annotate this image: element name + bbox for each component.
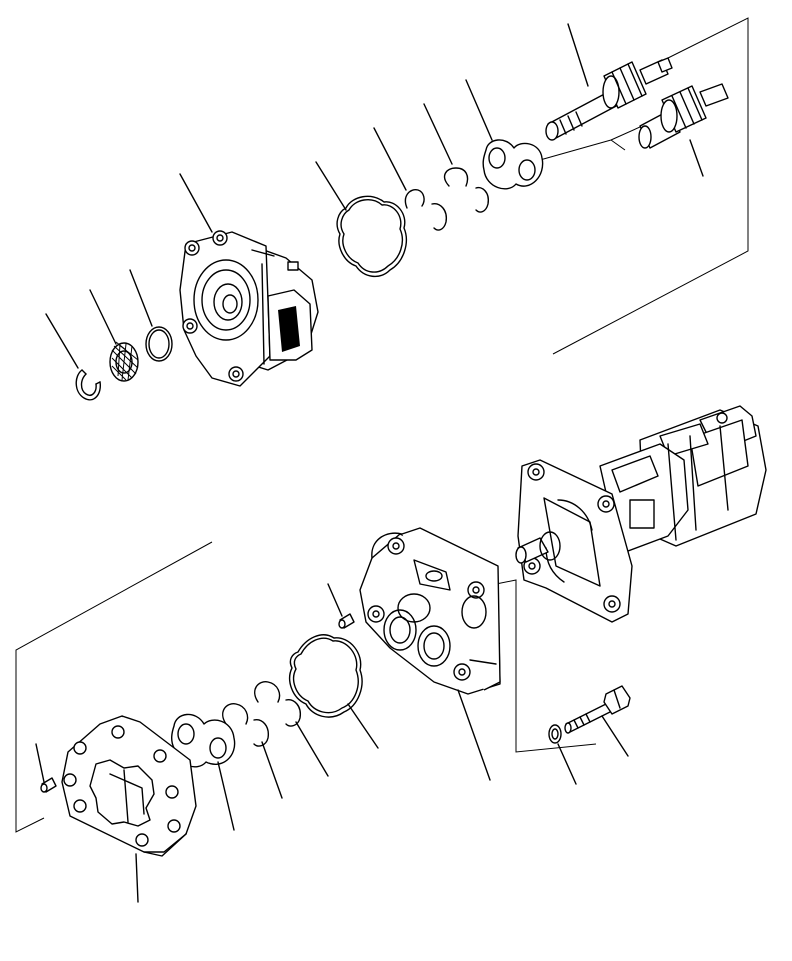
leader-line	[45, 313, 79, 369]
leader-line	[465, 79, 493, 141]
leader-line	[327, 583, 343, 617]
bolt-icon	[564, 685, 631, 734]
leader-line	[457, 689, 491, 781]
backup-ring-icon	[443, 167, 490, 213]
figure-eight-plate-icon	[482, 139, 544, 190]
leader-line	[601, 715, 629, 757]
leader-line	[129, 269, 153, 327]
leader-line	[315, 161, 347, 211]
leader-line	[295, 721, 329, 777]
leader-line	[179, 173, 213, 233]
bottom-group-boundary	[15, 541, 597, 833]
housing-icon	[179, 230, 319, 387]
leader-line	[89, 289, 117, 345]
leader-line	[35, 743, 45, 783]
cover-plate-icon	[359, 527, 501, 695]
gear-icon	[638, 83, 729, 149]
leader-line	[557, 743, 577, 785]
washer-icon	[548, 724, 562, 744]
figure-eight-plate-icon	[171, 713, 236, 768]
pin-icon	[40, 777, 57, 793]
seal-ring-icon	[288, 634, 363, 718]
leader-line	[689, 139, 704, 177]
pin-icon	[338, 613, 355, 629]
leader-line	[135, 853, 139, 903]
shaft-gear-icon	[545, 57, 673, 141]
gear-case-icon	[61, 715, 197, 857]
leader-line	[423, 103, 453, 165]
pump-assembly-icon	[515, 405, 767, 623]
leader-line	[373, 127, 407, 191]
leader-line	[261, 741, 283, 799]
backup-ring-icon	[404, 189, 447, 231]
backup-ring-icon	[222, 703, 269, 747]
leader-line	[217, 761, 235, 831]
seal-ring-icon	[336, 195, 408, 277]
washer-icon	[145, 326, 173, 362]
oil-seal-icon	[109, 341, 139, 382]
snap-ring-icon	[75, 369, 101, 401]
backup-ring-icon	[254, 681, 301, 727]
leader-line	[567, 23, 589, 87]
leader-line	[347, 703, 379, 749]
